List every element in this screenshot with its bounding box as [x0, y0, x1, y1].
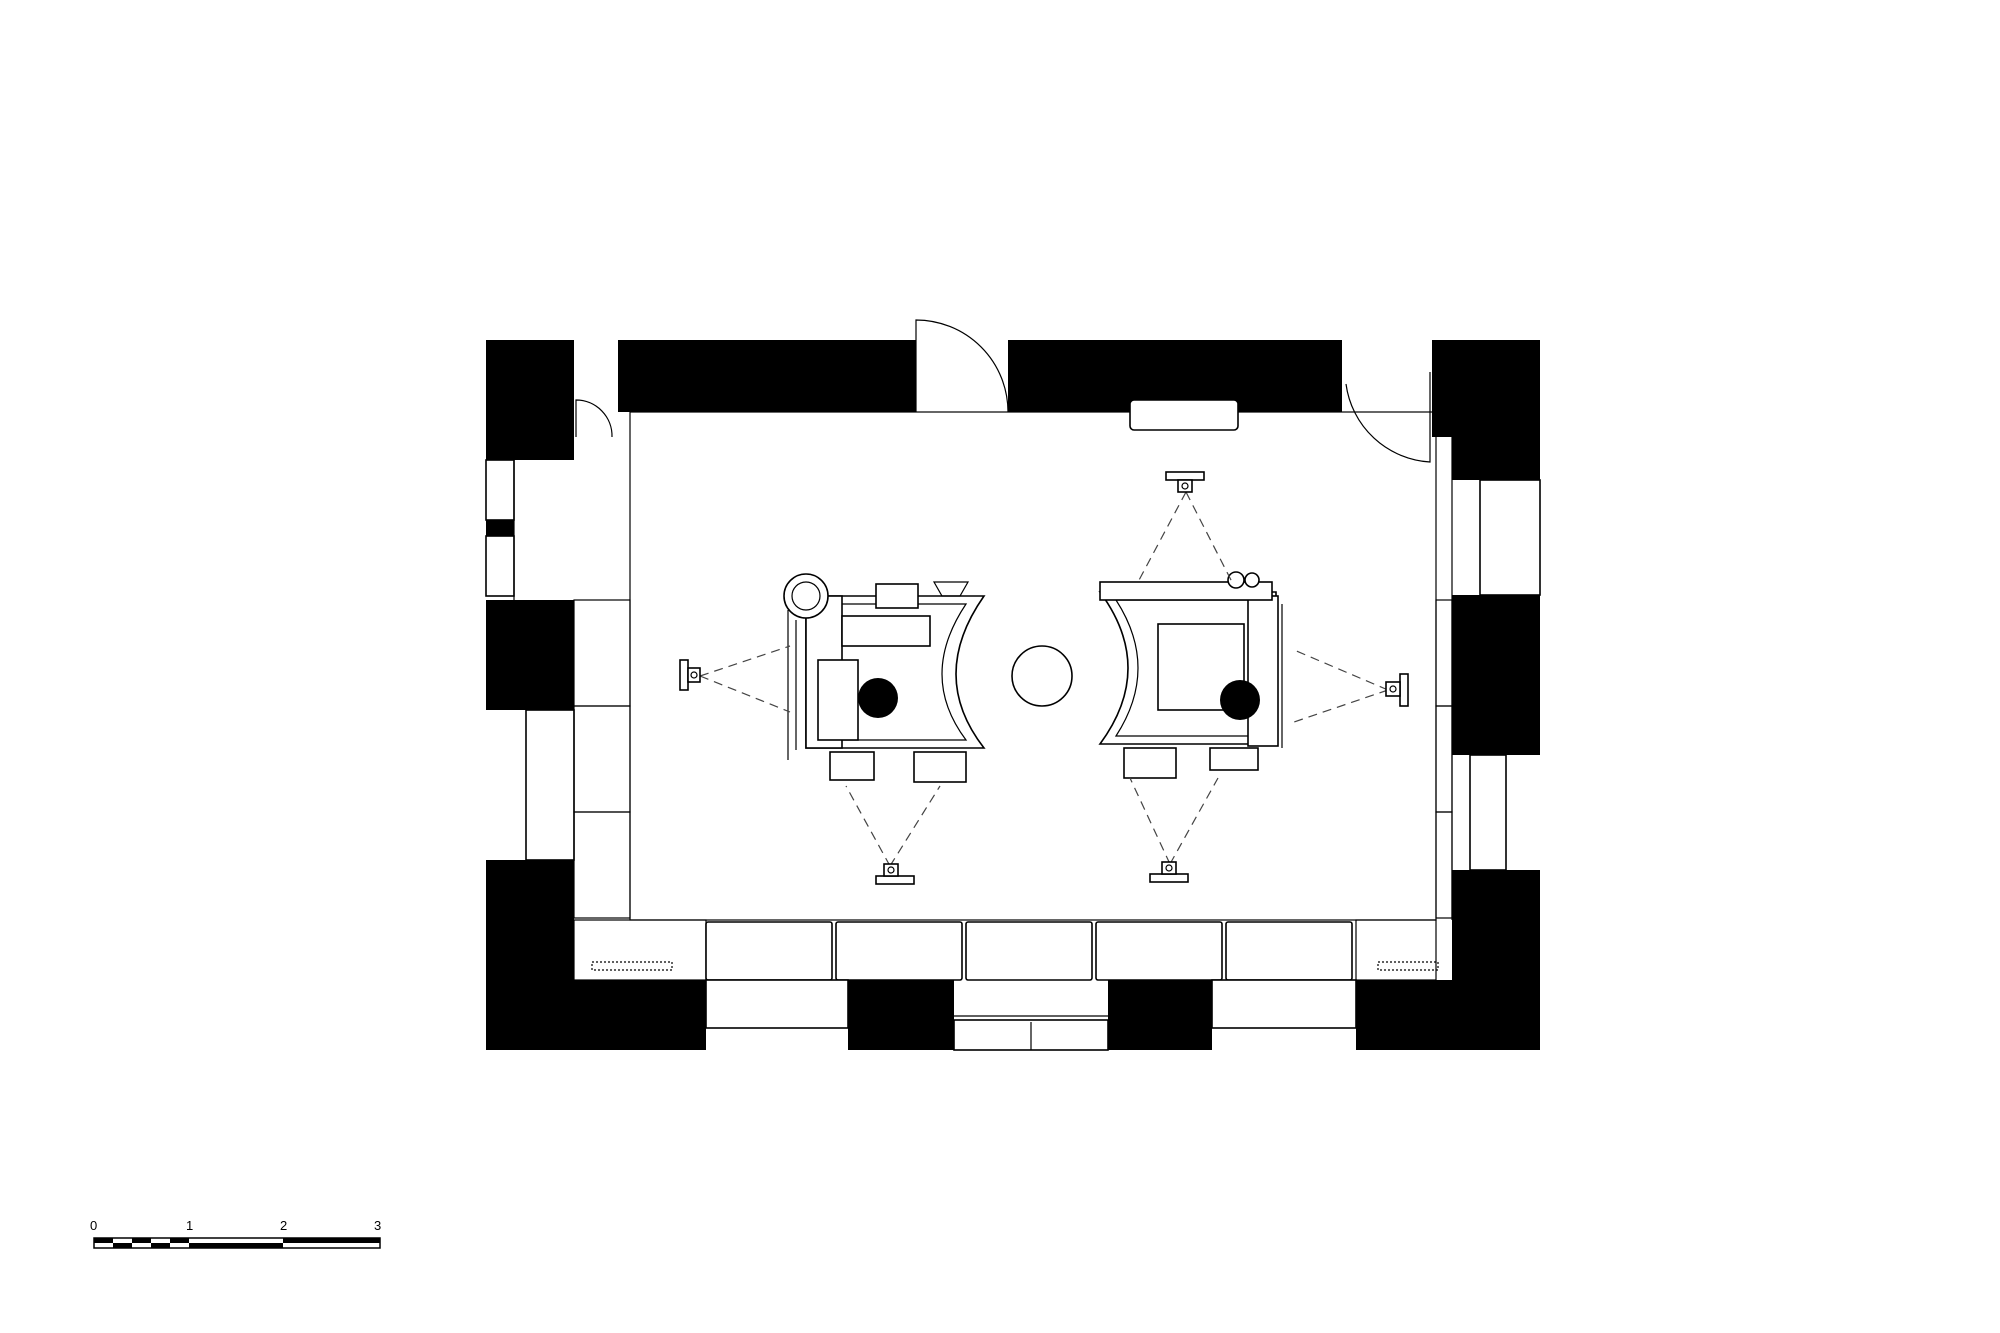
booth-left-monitor: [858, 678, 898, 718]
right-wall-upper: [1452, 340, 1540, 480]
window-right-2: [1469, 754, 1507, 871]
right-sill-3: [1435, 811, 1453, 919]
booth-right-monitor: [1220, 680, 1260, 720]
table-icon: [1129, 399, 1239, 431]
cameras: [679, 471, 1409, 885]
window-bottom-right: [1211, 979, 1357, 1029]
bench-4: [1095, 921, 1223, 981]
bottom-wall-left: [486, 980, 706, 1050]
left-wall-upper: [486, 340, 574, 460]
scale-bar: 0 1 2 3: [90, 1218, 381, 1249]
right-sill-1: [1435, 599, 1453, 707]
top-wall-left-notch-a: [618, 382, 708, 412]
window-right-1: [1479, 479, 1541, 596]
booth-right-seat-2: [1209, 747, 1259, 771]
booth-icon: [783, 573, 986, 783]
column-icon: [1011, 645, 1073, 707]
bench-3: [965, 921, 1093, 981]
right-wall-mid: [1452, 595, 1540, 755]
scale-label-0: 0: [90, 1218, 97, 1233]
bench-2: [835, 921, 963, 981]
door-swings: [575, 319, 1431, 463]
camera-icon: [1149, 861, 1189, 883]
booth-right-shelf: [1099, 581, 1273, 601]
camera-icon: [875, 863, 915, 885]
right-sill-2: [1435, 705, 1453, 813]
booth-left-seat-1: [829, 751, 875, 781]
booth-icon: [1098, 571, 1283, 779]
door-swing-icon: [1345, 372, 1431, 463]
radiator-icon: [719, 387, 825, 397]
left-windows: [485, 455, 631, 919]
booth-left-shelf: [841, 615, 931, 647]
window-left-3: [525, 709, 575, 861]
camera-icon: [1385, 673, 1409, 707]
left-sill-2: [573, 705, 631, 813]
window-left-2: [485, 535, 515, 597]
window-left-1: [485, 459, 515, 521]
bench-1: [705, 921, 833, 981]
left-sill-3: [573, 811, 631, 919]
bottom-wall-right: [1356, 980, 1540, 1050]
camera-icon: [679, 659, 701, 691]
left-sill-1: [573, 599, 631, 707]
scale-label-3: 3: [374, 1218, 381, 1233]
booth-right-seat-1: [1123, 747, 1177, 779]
camera-sightlines: [699, 491, 1389, 867]
door-swing-icon: [575, 399, 613, 438]
left-wall-mid: [486, 600, 574, 710]
radiator-icon: [1377, 961, 1439, 971]
bottom-wall-mid-left: [848, 980, 954, 1050]
camera-icon: [1165, 471, 1205, 493]
bench-5: [1225, 921, 1353, 981]
booth-right-console: [1247, 595, 1279, 747]
bottom-sill-left: [573, 919, 707, 981]
bottom-wall-mid-right: [1108, 980, 1212, 1050]
radiator-icon: [591, 961, 673, 971]
booth-left-reel: [783, 573, 829, 619]
door-swing-icon: [915, 319, 1009, 413]
scale-label-1: 1: [186, 1218, 193, 1233]
booth-left-seat-2: [913, 751, 967, 783]
left-wall-gap-upper: [486, 520, 514, 536]
radiators: [591, 387, 1439, 971]
scale-label-2: 2: [280, 1218, 287, 1233]
window-bottom-left: [705, 979, 849, 1029]
bottom-sill-right: [1355, 919, 1437, 981]
right-windows: [1435, 437, 1541, 920]
bottom-benches: [573, 919, 1437, 1051]
booth-left-box-top: [875, 583, 919, 609]
top-wall-left-notch-b: [862, 382, 916, 412]
booth-left-desk: [817, 659, 859, 741]
radiator-icon: [1069, 387, 1175, 397]
